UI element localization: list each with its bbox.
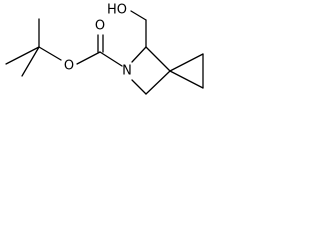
tert-butyl-group (5, 18, 62, 77)
bond-carbonyl-c-to-n (99, 51, 123, 67)
bond-ch2-to-oh (130, 10, 147, 21)
bond-tbu-to-ester-o (38, 46, 62, 61)
bond-spiro-to-cp-top (169, 53, 204, 72)
atom-label-hydroxyl: HO (107, 3, 127, 18)
bond-n-to-c-top (131, 46, 147, 63)
hydroxymethyl-group (130, 10, 147, 48)
bond-tbu-methyl-left (5, 46, 40, 65)
azetidine-ring (131, 46, 171, 95)
bond-c-top-to-spiro (145, 46, 171, 72)
bond-ester-o-to-carbonyl-c (76, 51, 101, 65)
cyclopropane-ring (169, 53, 204, 89)
atom-label-ester-oxygen: O (64, 59, 74, 74)
atom-label-carbonyl-oxygen: O (95, 19, 105, 34)
bond-c-bottom-to-n (131, 79, 147, 95)
atom-label-ring-nitrogen: N (122, 64, 132, 79)
bond-spiro-to-c-bottom (145, 70, 171, 95)
carbamate-group (76, 34, 123, 67)
bond-tbu-methyl-bottom (21, 46, 40, 77)
bond-cp-bottom-to-spiro (169, 70, 204, 89)
chemical-structure-diagram: HO O O N (5, 3, 204, 95)
